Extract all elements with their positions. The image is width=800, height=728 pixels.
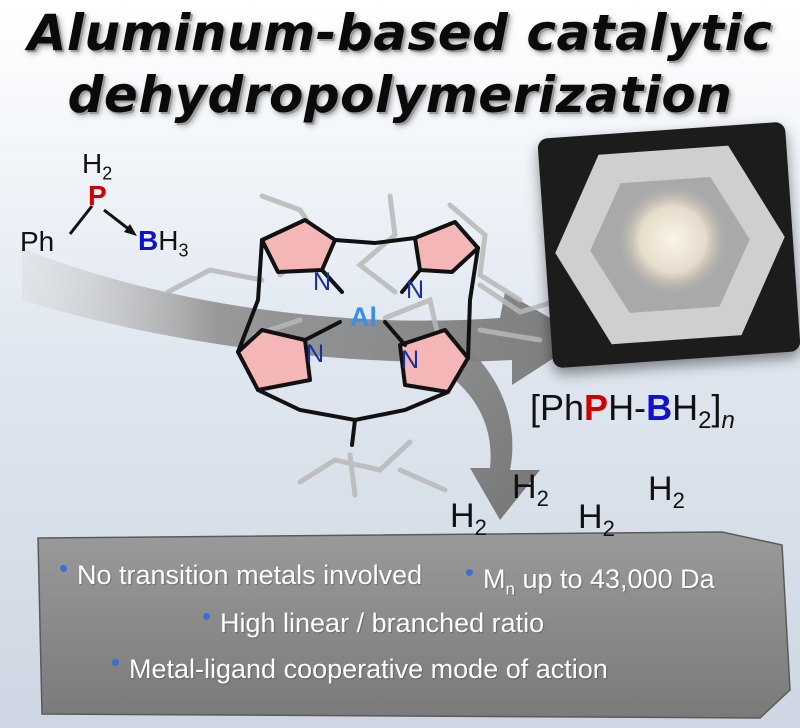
product-formula: [PhPH-BH2]n [530, 387, 735, 434]
nitrogen-atom-1: N [313, 268, 332, 296]
pyrrole-rings [236, 218, 480, 394]
title-line-1: Aluminum-based catalytic [27, 4, 773, 62]
aluminum-center: Al [350, 302, 377, 332]
polymer-powder [617, 184, 728, 295]
reactant-bh3: BH3 [138, 225, 189, 261]
reactant-phosphorus: P [88, 180, 107, 211]
bullet-cooperative-mode: Metal-ligand cooperative mode of action [112, 654, 608, 685]
dative-arrowhead [124, 224, 137, 236]
title-line-2: dehydropolymerization [67, 66, 733, 124]
nitrogen-atom-4: N [401, 346, 420, 374]
nitrogen-atom-2: N [406, 276, 425, 304]
dative-bond-p-b [103, 208, 131, 232]
hydrogen-molecule-4: H2 [578, 498, 615, 541]
summary-box [37, 531, 791, 719]
product-photo [537, 121, 800, 369]
macrocycle-bonds [236, 236, 480, 447]
bullet-dot [60, 565, 67, 573]
bullet-no-transition-metals: No transition metals involved [60, 560, 422, 591]
hydrogen-molecule-1: H2 [512, 468, 549, 511]
bullet-molar-mass: Mn up to 43,000 Da [466, 564, 715, 599]
nitrogen-atom-3: N [306, 340, 325, 368]
bullet-dot [203, 613, 210, 621]
hydrogen-molecule-3: H2 [450, 497, 487, 540]
reactant-h2: H2 [82, 148, 113, 184]
bullet-dot [466, 569, 473, 577]
bond-ph-p [68, 205, 94, 235]
reactant-phenyl: Ph [20, 226, 55, 257]
bullet-dot [112, 659, 119, 667]
bullet-linear-branched-ratio: High linear / branched ratio [203, 608, 544, 639]
hydrogen-molecule-2: H2 [648, 470, 685, 513]
